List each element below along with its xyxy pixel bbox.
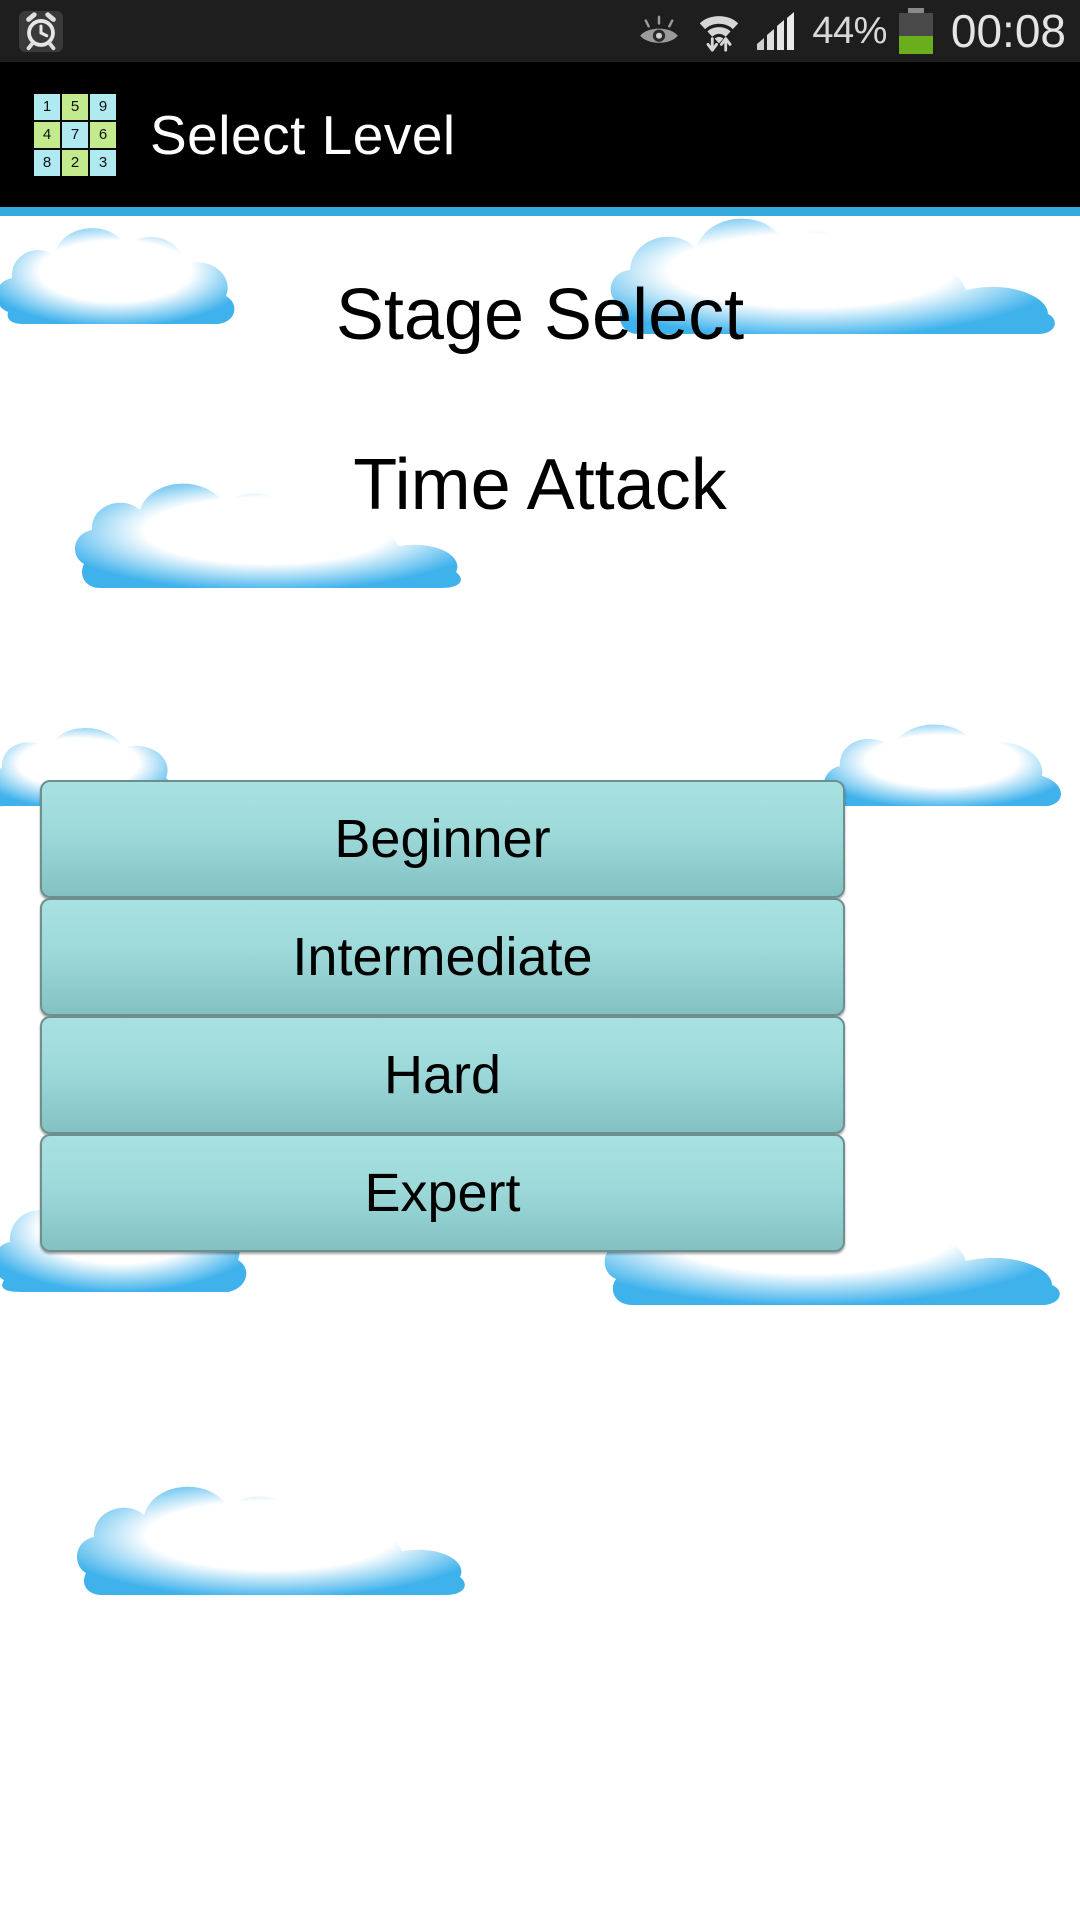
- sudoku-cell-2: 5: [62, 93, 88, 120]
- status-bar-left: [18, 8, 64, 54]
- alarm-clock-icon: [18, 10, 64, 53]
- sudoku-cell-6: 6: [90, 121, 116, 148]
- wifi-data-transfer-icon: [700, 16, 739, 52]
- time-attack-subheading: Time Attack: [353, 445, 727, 525]
- accent-divider: [0, 207, 1080, 216]
- status-bar-right: 44% 00:08: [636, 4, 1066, 58]
- status-bar: 44% 00:08: [0, 0, 1080, 62]
- battery-fill: [898, 35, 933, 54]
- sudoku-cell-5: 7: [62, 121, 88, 148]
- stage-select-heading: Stage Select: [335, 275, 745, 355]
- battery-icon: [898, 8, 933, 54]
- cloud-decoration: [820, 714, 1080, 824]
- eye-icon: [640, 15, 679, 43]
- level-button-expert[interactable]: Expert: [40, 1134, 845, 1252]
- sudoku-cell-9: 3: [90, 149, 116, 176]
- cellular-signal-icon: [757, 12, 795, 50]
- battery-body: [898, 13, 933, 54]
- level-button-beginner[interactable]: Beginner: [40, 780, 845, 898]
- battery-cap: [907, 8, 924, 14]
- status-bar-clock: 00:08: [950, 5, 1066, 57]
- sudoku-cell-1: 1: [34, 93, 60, 120]
- level-button-intermediate[interactable]: Intermediate: [40, 898, 845, 1016]
- sudoku-cell-4: 4: [34, 121, 60, 148]
- page-title: Select Level: [150, 103, 456, 166]
- sudoku-cell-7: 8: [34, 149, 60, 176]
- sudoku-cell-8: 2: [62, 149, 88, 176]
- battery-percent-label: 44%: [812, 9, 887, 52]
- sudoku-cell-3: 9: [90, 93, 116, 120]
- cloud-decoration: [70, 1461, 485, 1611]
- level-button-hard[interactable]: Hard: [40, 1016, 845, 1134]
